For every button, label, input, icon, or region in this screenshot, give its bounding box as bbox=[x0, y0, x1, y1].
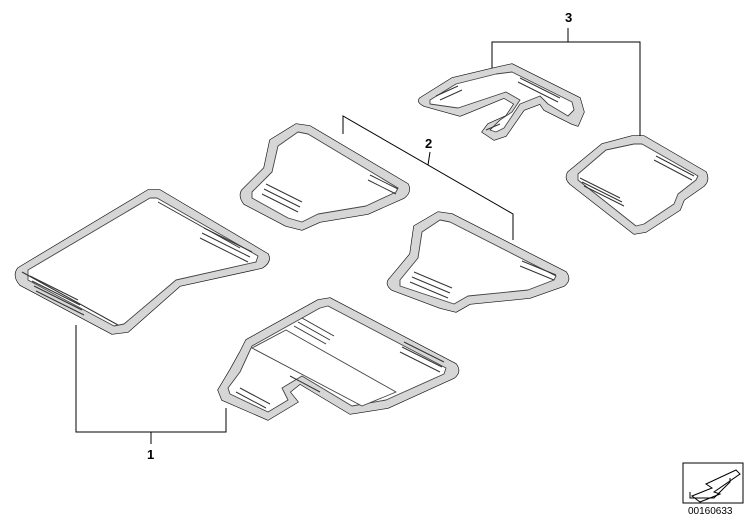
rib-lines bbox=[435, 77, 561, 131]
callout-label-1: 1 bbox=[147, 447, 155, 462]
rear-right-mat bbox=[386, 211, 570, 313]
rear-left-mat bbox=[239, 123, 410, 231]
rib-lines bbox=[21, 201, 253, 326]
third-row-center-mat bbox=[418, 63, 585, 141]
rib-lines bbox=[261, 174, 399, 213]
rib-lines bbox=[409, 260, 557, 299]
rib-lines bbox=[579, 155, 695, 207]
view-direction-arrow-icon bbox=[682, 462, 744, 504]
callout-leader-1 bbox=[75, 325, 227, 444]
third-row-side-mat bbox=[565, 135, 709, 235]
rib-lines bbox=[235, 317, 445, 409]
callout-label-3: 3 bbox=[565, 10, 573, 25]
callout-label-2: 2 bbox=[425, 136, 433, 151]
callout-leader-3 bbox=[491, 28, 641, 136]
front-left-mat bbox=[14, 189, 270, 335]
callout-leader-2 bbox=[342, 115, 514, 240]
front-right-mat bbox=[217, 297, 460, 421]
diagram-reference-number: 00160633 bbox=[688, 506, 733, 517]
